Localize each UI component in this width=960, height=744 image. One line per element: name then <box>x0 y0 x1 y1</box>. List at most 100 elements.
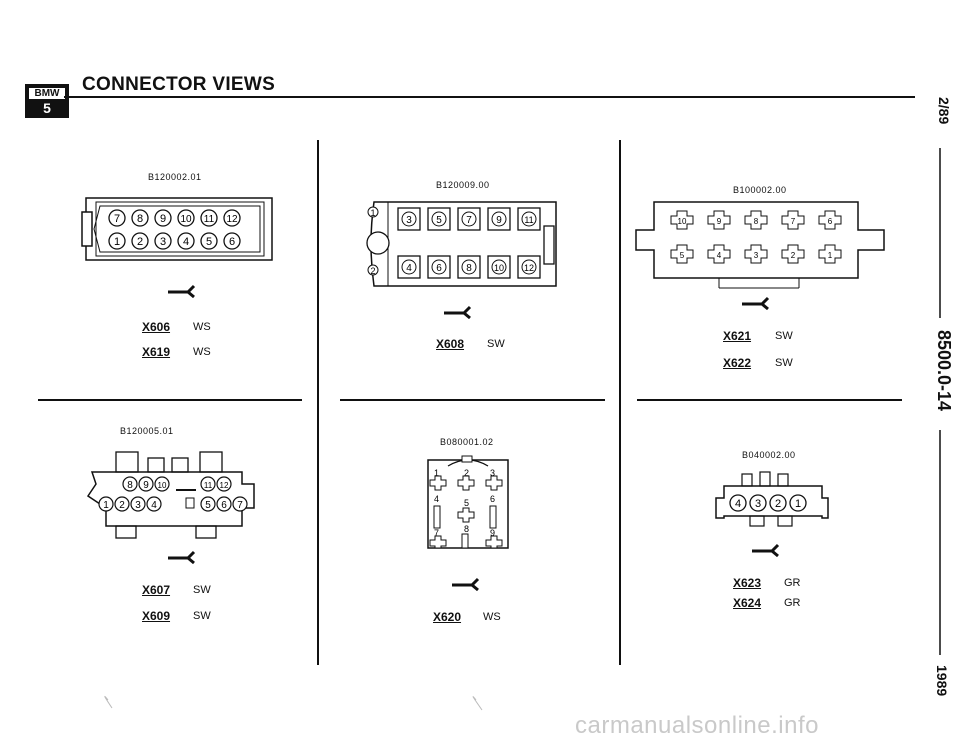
pin-label: 8 <box>754 217 759 226</box>
pin-label: 6 <box>221 500 227 511</box>
connector-diagram: 4 3 2 1 <box>715 471 829 527</box>
wire-color: SW <box>193 610 211 622</box>
wire-color: GR <box>784 597 801 609</box>
connector-id: X620 <box>433 610 462 624</box>
pin-label: 6 <box>490 494 495 504</box>
pin-label: 5 <box>464 498 469 508</box>
connector-id: X622 <box>723 356 752 370</box>
pin-label: 8 <box>466 263 472 274</box>
pin-row-bottom: 1 2 3 4 5 6 7 <box>98 496 248 512</box>
pin-label: 12 <box>220 481 229 490</box>
pin-label: 9 <box>160 213 166 225</box>
pin-label: 11 <box>204 214 215 225</box>
pin-row-top: 8 9 10 11 12 <box>122 476 232 492</box>
connector-key-icon <box>752 543 780 557</box>
pin-label: 1 <box>434 468 439 478</box>
wire-color: SW <box>487 338 505 350</box>
pin-label: 5 <box>206 236 212 248</box>
pin-label: 2 <box>119 500 125 511</box>
connector-id: X609 <box>142 609 171 623</box>
pin-label: 9 <box>143 480 149 491</box>
pin-label: 4 <box>434 494 439 504</box>
connector-diagram: 1 2 3 4 5 6 7 8 9 <box>427 455 509 549</box>
pin-label: 9 <box>490 528 495 538</box>
pin-label: 12 <box>226 214 238 225</box>
connector-id: X619 <box>142 345 171 359</box>
wire-color: WS <box>193 346 211 358</box>
pin-label: 11 <box>204 481 213 490</box>
pin-row-bottom: 4 6 8 10 12 <box>397 255 541 279</box>
pin-label: 12 <box>524 263 534 273</box>
pin-label: 10 <box>678 217 687 226</box>
pin-label: 7 <box>114 213 120 225</box>
connector-diagram: 1 2 3 5 7 9 11 4 6 8 10 12 <box>366 201 557 287</box>
connector-id: X621 <box>723 329 752 343</box>
connector-id: X624 <box>733 596 762 610</box>
pin-label: 4 <box>735 498 741 510</box>
pin-label: 2 <box>775 498 781 510</box>
connector-id: X608 <box>436 337 465 351</box>
pin-label: 2 <box>137 236 143 248</box>
connector-ref: B040002.00 <box>742 450 796 460</box>
wire-color: WS <box>193 321 211 333</box>
pin-row-bottom: 1 2 3 4 5 6 <box>108 232 241 250</box>
pin-label: 5 <box>205 500 211 511</box>
pin-label: 6 <box>828 217 833 226</box>
pin-label: 4 <box>717 251 722 260</box>
side-page-number: 8500.0-14 <box>934 330 954 412</box>
pin-label: 6 <box>229 236 235 248</box>
pin-label: 3 <box>135 500 141 511</box>
pin-label: 3 <box>406 215 412 226</box>
pin-label: 3 <box>754 251 759 260</box>
pin-label: 3 <box>490 468 495 478</box>
pin-label: 7 <box>434 528 439 538</box>
logo-series: 5 <box>43 100 51 116</box>
pin-label: 7 <box>466 215 472 226</box>
connector-ref: B120002.01 <box>148 172 202 182</box>
wire-color: SW <box>775 330 793 342</box>
pin-label: 1 <box>114 236 120 248</box>
pin-label: 4 <box>406 263 412 274</box>
connector-ref: B120005.01 <box>120 426 174 436</box>
connector-key-icon <box>742 296 770 310</box>
pin-label: 9 <box>496 215 502 226</box>
pin-label: 1 <box>370 208 375 218</box>
pin-label: 8 <box>127 480 133 491</box>
pin-label: 1 <box>103 500 109 511</box>
pin-label: 4 <box>151 500 157 511</box>
bmw-5-series-logo: BMW 5 <box>25 84 69 118</box>
pin-label: 10 <box>158 481 167 490</box>
pin-label: 8 <box>137 213 143 225</box>
logo-text: BMW <box>29 88 65 99</box>
pin-label: 10 <box>494 263 504 273</box>
pin-label: 9 <box>717 217 722 226</box>
pin-label: 4 <box>183 236 189 248</box>
pin-row: 4 3 2 1 <box>729 494 807 512</box>
connector-ref: B120009.00 <box>436 180 490 190</box>
pin-grid: 1 2 3 4 5 6 7 8 9 <box>429 468 503 549</box>
connector-ref: B100002.00 <box>733 185 787 195</box>
pin-label: 2 <box>791 251 796 260</box>
pin-label: 3 <box>160 236 166 248</box>
connector-key-icon <box>444 305 472 319</box>
pin-label: 7 <box>237 500 243 511</box>
watermark-text: carmanualsonline.info <box>575 712 819 739</box>
connector-id: X607 <box>142 583 171 597</box>
connector-diagram: 8 9 10 11 12 1 2 3 4 5 6 7 <box>86 451 255 539</box>
pin-label: 10 <box>180 214 192 225</box>
pin-label: 5 <box>436 215 442 226</box>
pin-label: 1 <box>828 251 833 260</box>
wire-color: SW <box>193 584 211 596</box>
connector-diagram: 7 8 9 10 11 12 1 2 3 4 5 6 <box>81 197 273 261</box>
connector-id: X623 <box>733 576 762 590</box>
pin-label: 8 <box>464 524 469 534</box>
connector-key-icon <box>168 284 196 298</box>
wire-color: WS <box>483 611 501 623</box>
side-year: 1989 <box>934 665 950 697</box>
connector-id: X606 <box>142 320 171 334</box>
connector-diagram: 10 9 8 7 6 5 4 3 2 1 <box>635 201 885 289</box>
side-date: 2/89 <box>936 97 952 125</box>
pin-label: 11 <box>524 215 533 225</box>
pin-row-bottom: 5 4 3 2 1 <box>670 244 842 264</box>
